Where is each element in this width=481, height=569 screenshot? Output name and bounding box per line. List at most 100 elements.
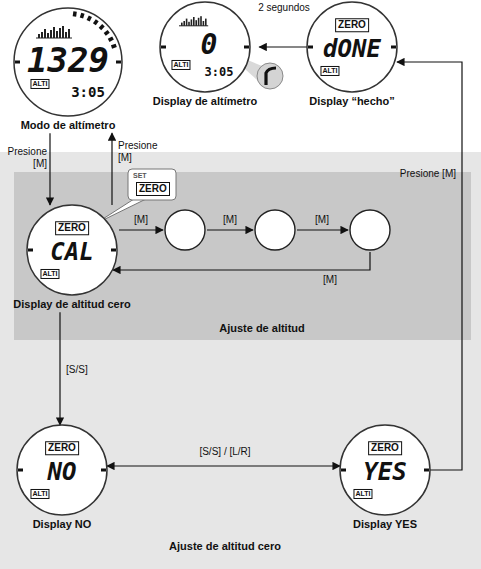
- zoom-circle: [257, 63, 283, 89]
- callout-text: ZERO: [136, 182, 170, 196]
- display-reading: ALTI: [353, 489, 372, 499]
- watch-face: ZERO NO ALTI Display NO: [17, 425, 107, 532]
- side-tick: [116, 61, 121, 64]
- mode-panel: Ajuste de altitud ceroAjuste de altitudZ…: [0, 152, 481, 569]
- blank-display: [255, 210, 295, 250]
- graph-bar: [191, 19, 193, 25]
- watch-bezel: [160, 2, 250, 92]
- display-reading: ALTI: [40, 269, 59, 279]
- button-label: [M]: [223, 214, 237, 226]
- watch-face: 0 3:05 ALTI Display de altímetro: [151, 2, 260, 109]
- face-caption: Display de altímetro: [153, 95, 258, 108]
- graph-bar: [68, 29, 70, 38]
- segment-dash: [100, 25, 103, 29]
- flow-arrow: [49, 133, 50, 205]
- panel-title: Ajuste de altitud cero: [169, 540, 281, 553]
- flow-arrow: [397, 62, 462, 470]
- display-reading: 3:05: [205, 66, 234, 78]
- loop-return-arrow: [113, 252, 370, 270]
- loop-arrow: [297, 229, 348, 230]
- watch-face: ZEROYESALTIDisplay YES: [340, 425, 430, 532]
- panel-ground: [14, 172, 471, 340]
- side-tick: [341, 469, 346, 472]
- face-caption: Modo de altímetro: [21, 119, 116, 132]
- side-tick: [101, 469, 106, 472]
- display-reading: 3:05: [71, 85, 105, 99]
- side-tick: [391, 46, 396, 49]
- button-label: [M]: [323, 274, 337, 286]
- graph-bar: [188, 22, 190, 26]
- graph-bar: [198, 18, 200, 26]
- graph-bar: [205, 19, 207, 26]
- panel-title: Ajuste de altitud: [219, 322, 305, 335]
- callout-text: SET: [133, 172, 147, 180]
- graph-bar: [183, 21, 185, 26]
- flow-arrow: [111, 133, 112, 205]
- edge-label: [S/S]: [66, 364, 106, 376]
- graph-bar: [38, 34, 40, 38]
- loop-arrow: [119, 229, 163, 230]
- bubble-box: [128, 169, 176, 200]
- display-reading: ZERO: [55, 221, 89, 235]
- side-tick: [161, 46, 166, 49]
- face-caption: Display YES: [353, 518, 417, 531]
- face-caption: Display NO: [33, 518, 92, 531]
- graph-bar: [65, 32, 67, 38]
- display-reading: NO: [48, 460, 77, 484]
- panel-ground: [0, 152, 481, 569]
- watch-face: ZEROdONEALTIDisplay “hecho”: [307, 2, 397, 109]
- graph-bar: [47, 33, 49, 38]
- edge-label: [S/S] / [L/R]: [165, 446, 285, 458]
- segment-dash: [73, 11, 77, 16]
- watch-bezel: [307, 2, 397, 92]
- flow-arrow: [259, 46, 307, 47]
- side-tick: [308, 46, 313, 49]
- display-reading: ALTI: [171, 60, 190, 70]
- display-reading: 0: [201, 31, 218, 59]
- segment-glyph: [266, 68, 276, 85]
- face-caption: Display de altitud cero: [13, 298, 130, 311]
- graph-bar: [41, 32, 43, 38]
- segment-dash: [94, 20, 97, 24]
- watch-face: ZERO CAL ALTI Display de altitud cero: [11, 205, 132, 312]
- side-tick: [15, 61, 20, 64]
- graph-bar: [50, 30, 52, 38]
- segment-dash: [88, 16, 90, 20]
- edge-label: 2 segundos: [248, 2, 320, 14]
- graph-bar: [203, 21, 205, 26]
- display-reading: ALTI: [30, 79, 49, 89]
- graph-bar: [44, 29, 46, 38]
- side-tick: [111, 249, 116, 252]
- segment-dash: [105, 31, 109, 34]
- side-tick: [424, 469, 429, 472]
- display-reading: ZERO: [45, 441, 79, 455]
- graph-axis: [179, 25, 208, 26]
- display-reading: 1329: [27, 43, 109, 77]
- side-tick: [18, 469, 23, 472]
- segment-dash: [109, 38, 113, 40]
- graph-bar: [200, 16, 202, 26]
- watch-face: 1329 3:05 ALTI Modo de altímetro: [14, 8, 122, 133]
- display-reading: ZERO: [335, 18, 369, 32]
- edge-label: Presione [M]: [376, 168, 456, 180]
- face-caption: Display “hecho”: [309, 95, 395, 108]
- edge-label: Presione [M]: [3, 146, 47, 170]
- loop-arrow: [207, 229, 253, 230]
- graph-bar: [62, 26, 64, 38]
- flow-arrow: [59, 312, 60, 425]
- graph-bar: [193, 17, 195, 26]
- watch-bezel: [27, 205, 117, 295]
- watch-bezel: [17, 425, 107, 515]
- display-reading: ALTI: [320, 66, 339, 76]
- flow-arrow: [107, 465, 340, 466]
- segment-dash: [111, 45, 116, 47]
- graph-axis: [36, 38, 72, 39]
- button-label: [M]: [315, 214, 329, 226]
- graph-bar: [186, 19, 188, 26]
- blank-display: [350, 210, 390, 250]
- display-reading: CAL: [50, 240, 93, 264]
- display-reading: ALTI: [30, 489, 49, 499]
- display-reading: YES: [363, 460, 406, 484]
